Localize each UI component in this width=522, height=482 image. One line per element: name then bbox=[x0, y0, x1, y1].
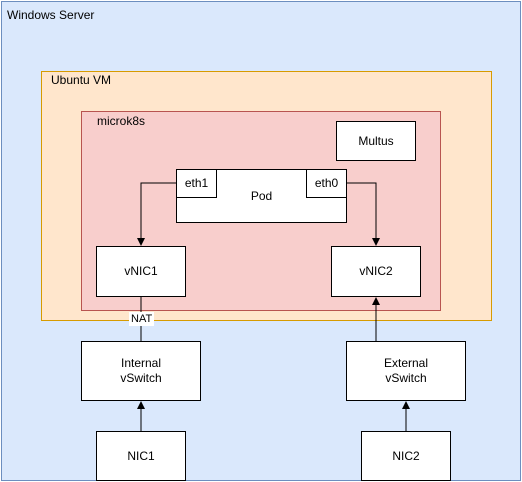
internal-vswitch-line2: vSwitch bbox=[120, 371, 162, 385]
vnic2-box: vNIC2 bbox=[331, 246, 421, 297]
eth1-label: eth1 bbox=[184, 176, 209, 190]
nic1-label: NIC1 bbox=[127, 448, 155, 463]
pod-eth1-port: eth1 bbox=[176, 169, 217, 198]
vnic2-label: vNIC2 bbox=[359, 264, 393, 278]
ubuntu-vm-label: Ubuntu VM bbox=[51, 73, 112, 87]
windows-server-label: Windows Server bbox=[7, 8, 95, 22]
nat-label: NAT bbox=[129, 312, 155, 326]
nic1-box: NIC1 bbox=[96, 431, 186, 481]
vnic1-label: vNIC1 bbox=[124, 264, 158, 278]
external-vswitch-box: External vSwitch bbox=[346, 341, 466, 401]
multus-label: Multus bbox=[358, 133, 394, 148]
pod-label: Pod bbox=[250, 188, 273, 203]
nic2-label: NIC2 bbox=[392, 448, 420, 463]
nic2-box: NIC2 bbox=[361, 431, 451, 481]
multus-box: Multus bbox=[336, 121, 416, 161]
microk8s-label: microk8s bbox=[97, 114, 146, 128]
pod-eth0-port: eth0 bbox=[306, 169, 347, 198]
external-vswitch-line2: vSwitch bbox=[385, 371, 427, 385]
external-vswitch-line1: External bbox=[383, 356, 429, 370]
internal-vswitch-line1: Internal bbox=[120, 356, 162, 370]
vnic1-box: vNIC1 bbox=[96, 246, 186, 297]
internal-vswitch-box: Internal vSwitch bbox=[81, 341, 201, 401]
eth0-label: eth0 bbox=[314, 176, 339, 190]
